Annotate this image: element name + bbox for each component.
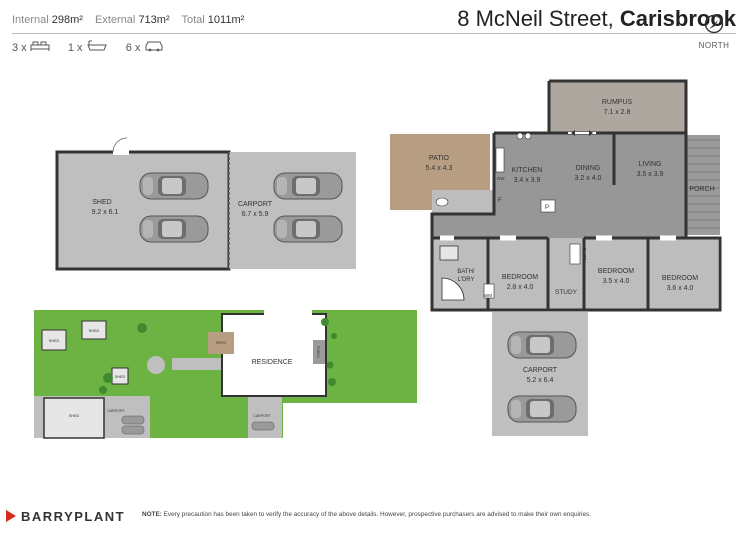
bedroom-2 bbox=[584, 238, 648, 310]
car-icon bbox=[507, 395, 577, 423]
car-icon bbox=[144, 40, 164, 55]
bedroom1-size: 2.8 x 4.0 bbox=[507, 284, 534, 291]
property-address: 8 McNeil Street, Carisbrook bbox=[457, 6, 736, 31]
header-divider bbox=[12, 33, 736, 34]
car-icon bbox=[121, 415, 145, 425]
site-patio-label: PATIO bbox=[216, 341, 226, 345]
stat-internal: Internal 298m² bbox=[12, 14, 83, 26]
compass-icon bbox=[704, 14, 724, 34]
hallway bbox=[432, 214, 686, 238]
site-shed-label-1: SHED bbox=[89, 329, 100, 333]
shed-room bbox=[55, 150, 231, 271]
site-shed-label-2: SHED bbox=[49, 339, 60, 343]
site-residence bbox=[221, 313, 327, 397]
bedroom3-size: 3.6 x 4.0 bbox=[667, 285, 694, 292]
carport-label: CARPORT bbox=[238, 201, 273, 208]
house-floorplan: RUMPUS 7.1 x 2.8 PATIO 5.4 x 4.3 KITCHEN… bbox=[390, 79, 722, 436]
disclaimer-note: NOTE: Every precaution has been taken to… bbox=[142, 511, 592, 518]
living-zone bbox=[494, 133, 686, 214]
car-icon bbox=[139, 172, 209, 200]
bath-icon bbox=[86, 40, 108, 55]
bedroom1-label: BEDROOM bbox=[502, 274, 538, 281]
brand-mark-icon bbox=[6, 510, 16, 522]
car-icon bbox=[121, 425, 145, 435]
stat-external: External 713m² bbox=[95, 14, 170, 26]
bedroom-3 bbox=[648, 238, 718, 310]
kitchen-size: 3.4 x 3.9 bbox=[514, 177, 541, 184]
porch-area bbox=[684, 135, 720, 235]
patio-label: PATIO bbox=[429, 155, 450, 162]
washer-label: WM bbox=[484, 293, 492, 298]
site-residence-label: RESIDENCE bbox=[252, 359, 293, 366]
site-plan: RESIDENCE PATIO PORCH SHED SHED SHED SHE… bbox=[34, 310, 417, 439]
site-shed-label-large: SHED bbox=[69, 414, 80, 418]
stat-total: Total 1011m² bbox=[181, 14, 245, 26]
living-size: 3.5 x 3.9 bbox=[637, 171, 664, 178]
bedroom2-size: 3.5 x 4.0 bbox=[603, 278, 630, 285]
site-carport-area bbox=[248, 396, 282, 438]
feature-icons: 3 x 1 x 6 x bbox=[12, 40, 164, 55]
outbuilding-block: SHED 9.2 x 6.1 CARPORT 6.7 x 5.9 bbox=[55, 137, 356, 271]
car-icon bbox=[251, 421, 275, 431]
rumpus-room bbox=[549, 81, 686, 133]
laundry-label: L'DRY bbox=[457, 277, 474, 283]
cupboard-label: CUP'D bbox=[582, 246, 587, 260]
bedroom2-label: BEDROOM bbox=[598, 268, 634, 275]
carport-house-size: 5.2 x 6.4 bbox=[527, 377, 554, 384]
bath-label: BATH/ bbox=[457, 269, 475, 275]
site-shed-label-3: SHED bbox=[115, 375, 126, 379]
plans-graphic: SHED 9.2 x 6.1 CARPORT 6.7 x 5.9 bbox=[34, 79, 722, 439]
footer: BARRYPLANT NOTE: Every precaution has be… bbox=[0, 496, 750, 536]
site-carport-label-1: CARPORT bbox=[107, 409, 125, 413]
study-label: STUDY bbox=[555, 289, 578, 296]
rumpus-size: 7.1 x 2.8 bbox=[604, 109, 631, 116]
car-icon bbox=[507, 331, 577, 359]
rumpus-label: RUMPUS bbox=[602, 99, 633, 106]
north-indicator: NORTH bbox=[696, 14, 732, 50]
brand-logo: BARRYPLANT bbox=[6, 509, 125, 524]
bedroom-1 bbox=[488, 238, 548, 310]
car-icon bbox=[139, 215, 209, 243]
car-icon bbox=[273, 172, 343, 200]
property-stats: Internal 298m² External 713m² Total 1011… bbox=[12, 14, 253, 26]
dining-label: DINING bbox=[576, 165, 601, 172]
living-label: LIVING bbox=[639, 161, 662, 168]
carport-outbuilding bbox=[229, 152, 356, 269]
car-icon bbox=[273, 215, 343, 243]
site-carport-label-2: CARPORT bbox=[253, 414, 271, 418]
shed-size: 9.2 x 6.1 bbox=[92, 209, 119, 216]
dishwasher-label: DW bbox=[497, 176, 505, 181]
shed-label: SHED bbox=[92, 199, 111, 206]
carport-house-label: CARPORT bbox=[523, 367, 558, 374]
dining-size: 3.2 x 4.0 bbox=[575, 175, 602, 182]
fridge-label: F bbox=[498, 198, 502, 204]
patio-size: 5.4 x 4.3 bbox=[426, 165, 453, 172]
bed-icon bbox=[30, 40, 50, 55]
kitchen-label: KITCHEN bbox=[512, 167, 543, 174]
carport-size: 6.7 x 5.9 bbox=[242, 211, 269, 218]
porch-label: PORCH bbox=[689, 186, 714, 193]
site-porch-label: PORCH bbox=[316, 346, 320, 358]
bedroom3-label: BEDROOM bbox=[662, 275, 698, 282]
pantry-label: P bbox=[545, 205, 549, 211]
